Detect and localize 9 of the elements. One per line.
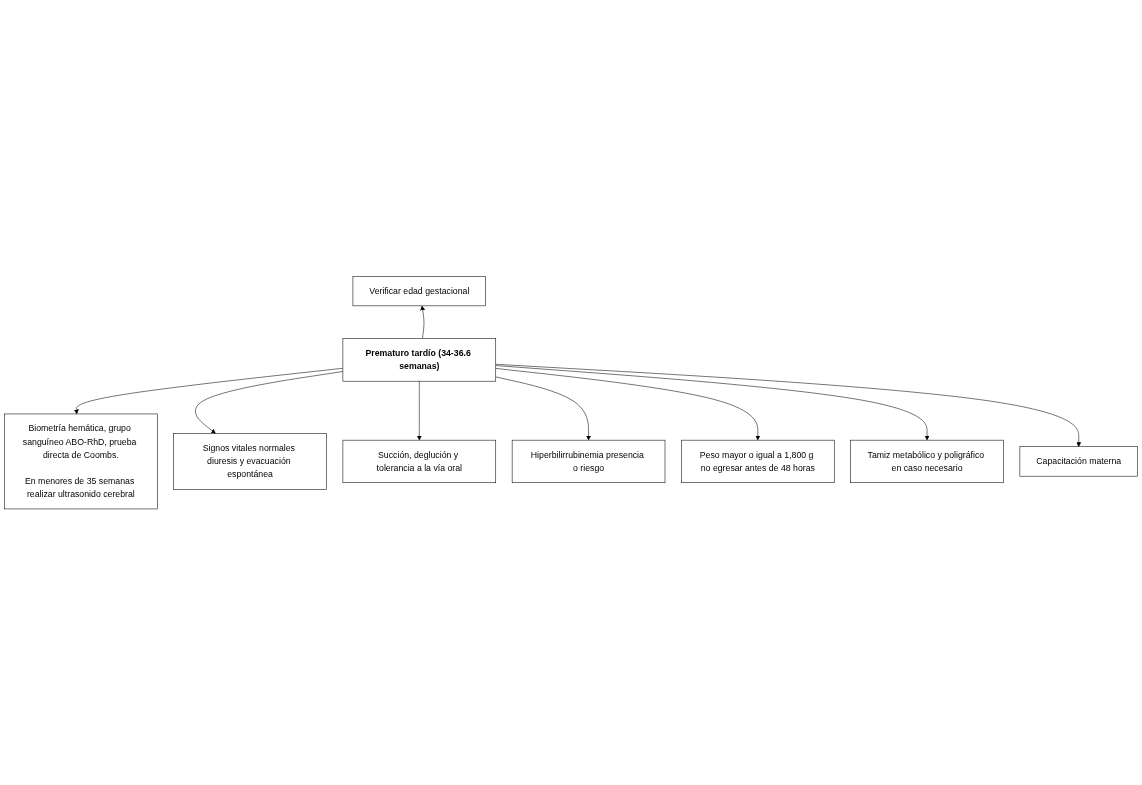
node-box: Biometría hemática, grupo sanguíneo ABO-RhD, prueba directa de Coombs. En menores de 35 semanas realizar ultrasonido cerebral [4,413,158,510]
node-box: Signos vitales normales diuresis y evacuación espontánea [173,433,327,490]
node-box: Peso mayor o igual a 1,800 g no egresar antes de 48 horas [681,439,835,483]
node-box: Verificar edad gestacional [352,275,486,306]
node-box: Succión, deglución y tolerancia a la vía oral [342,439,497,483]
node-box: Hiperbilirrubinemia presencia o riesgo [511,439,666,483]
node-box: Capacitación materna [1019,446,1138,477]
node-box: Prematuro tardío (34-36.6 semanas) [342,338,497,382]
node-box: Tamiz metabólico y poligráfico en caso necesario [850,439,1004,483]
